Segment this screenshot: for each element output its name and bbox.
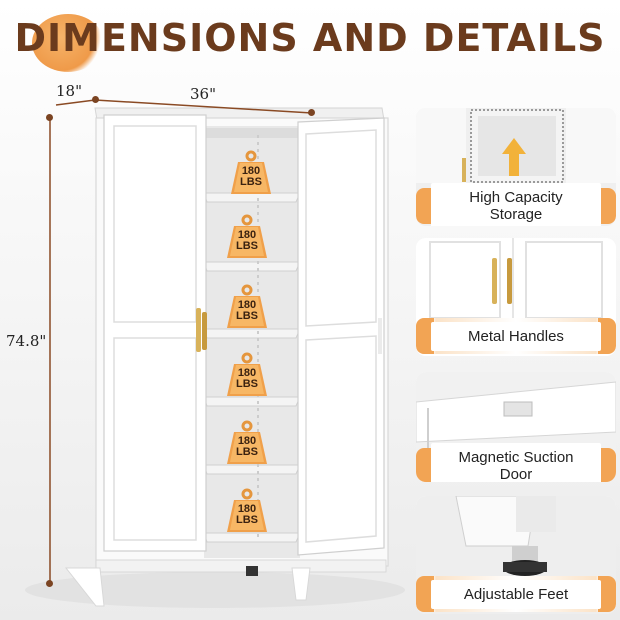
feature-panel-magnetic-door: Magnetic Suction Door <box>416 372 616 482</box>
shelf-weight-value: 180 <box>237 367 257 379</box>
shelf-weight-unit: LBS <box>236 240 258 252</box>
title-accent-blob <box>32 14 104 72</box>
depth-dimension-label: 18" <box>56 82 82 100</box>
shelf-weight-unit: LBS <box>236 310 258 322</box>
shelf-weight-unit: LBS <box>236 446 258 458</box>
feature-label-metal-handles: Metal Handles <box>416 318 616 354</box>
shelf-weight-value: 180 <box>237 435 257 447</box>
feature-label-high-capacity: High Capacity Storage <box>416 183 616 226</box>
feature-panel-high-capacity: High Capacity Storage <box>416 108 616 226</box>
cabinet-illustration <box>25 99 405 608</box>
feature-label-adjustable-feet: Adjustable Feet <box>416 576 616 612</box>
dimension-marker-width-end <box>308 109 315 116</box>
dimension-marker-height-end <box>46 580 53 587</box>
shelf-weight-unit: LBS <box>240 176 262 188</box>
page-title: DIMENSIONS AND DETAILS <box>14 16 606 60</box>
feature-panel-metal-handles: Metal Handles <box>416 238 616 356</box>
shelf-weight-value: 180 <box>237 229 257 241</box>
height-dimension-label: 74.8" <box>6 332 47 350</box>
shelf-weight-unit: LBS <box>236 514 258 526</box>
shelf-weight-value: 180 <box>237 503 257 515</box>
shelf-weight-value: 180 <box>241 165 261 177</box>
shelf-weight-value: 180 <box>237 299 257 311</box>
shelf-weight-unit: LBS <box>236 378 258 390</box>
width-dimension-label: 36" <box>190 85 216 103</box>
dimension-marker-width-start <box>92 96 99 103</box>
feature-panel-adjustable-feet: Adjustable Feet <box>416 496 616 614</box>
feature-label-magnetic-door: Magnetic Suction Door <box>416 443 616 482</box>
dimension-marker-depth-start <box>46 114 53 121</box>
